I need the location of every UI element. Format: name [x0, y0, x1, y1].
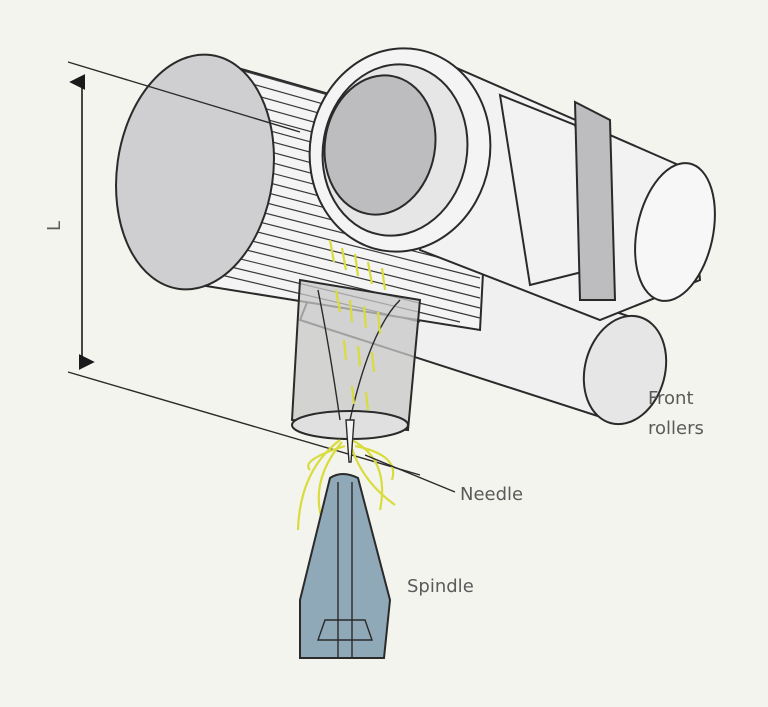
spindle-label: Spindle — [407, 576, 474, 597]
length-dimension: L — [44, 61, 421, 476]
funnel — [290, 278, 422, 440]
front-rollers-label-line2: rollers — [648, 418, 704, 439]
front-rollers-label: Front rollers — [648, 388, 704, 439]
needle-label: Needle — [460, 484, 523, 505]
spindle: Spindle — [299, 473, 474, 659]
needle-leader — [364, 454, 456, 493]
fibers — [296, 239, 396, 531]
length-label: L — [44, 221, 65, 231]
front-rollers-label-line1: Front — [648, 388, 694, 409]
needle: Needle — [345, 419, 523, 505]
top-roller — [308, 47, 716, 322]
